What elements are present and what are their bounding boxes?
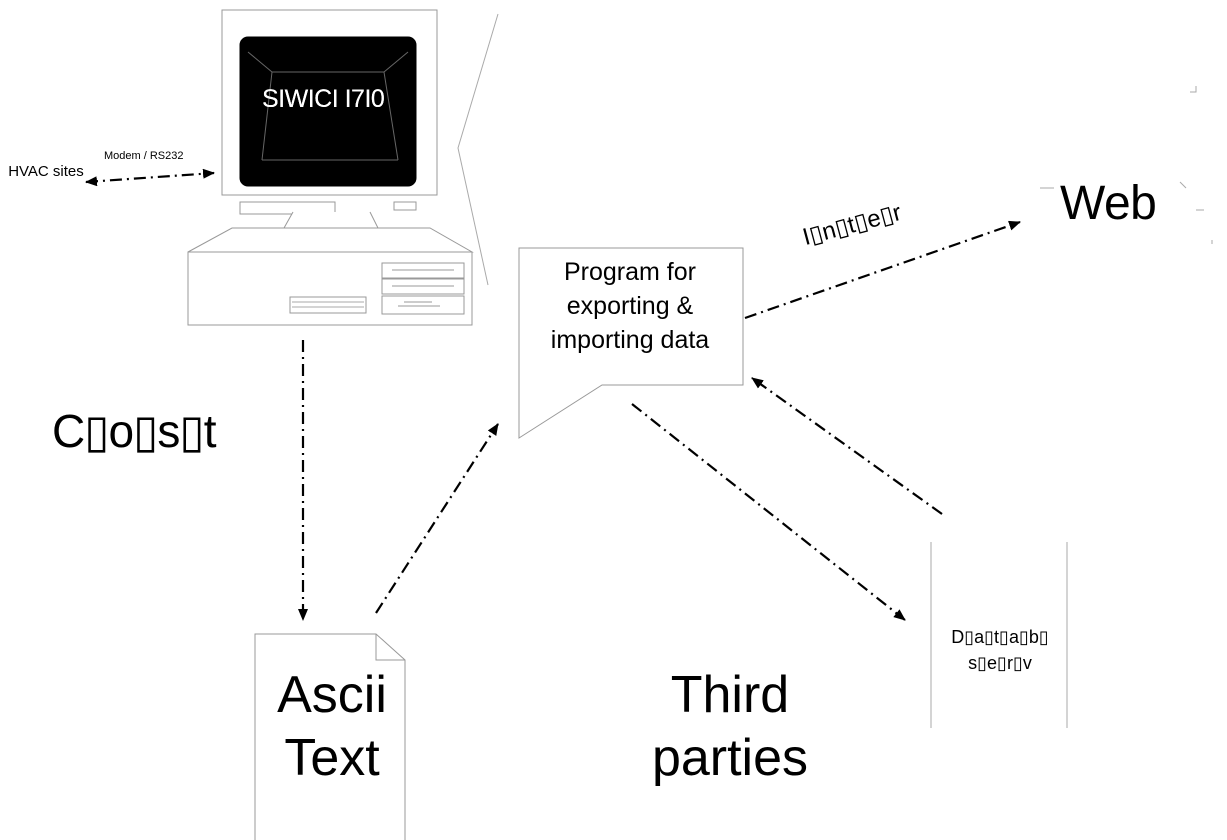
monitor-screen (239, 36, 417, 187)
database-server-label: D▯a▯t▯a▯b▯ s▯e▯r▯v (951, 627, 1049, 674)
screen-text-label: SIWICI I7I0 (262, 85, 385, 113)
drive-bay-1 (381, 262, 465, 279)
web-label: Web (1060, 177, 1157, 230)
drive-bay-2 (381, 278, 465, 295)
drive-bay-3 (381, 295, 465, 315)
floppy-slot (289, 296, 367, 314)
arrow-database-to-program (751, 377, 943, 515)
desktop-case-top (187, 227, 474, 253)
power-button-icon (393, 201, 417, 211)
computer-icon (187, 9, 474, 326)
document-fold (375, 634, 405, 661)
monitor-label-plate (239, 201, 336, 215)
program-label: Program for exporting & importing data (550, 258, 710, 354)
hvac-sites-label: HVAC sites (8, 163, 84, 180)
arrow-ascii-to-program (375, 423, 499, 614)
arrow-modem-link (85, 168, 215, 187)
cost-label: C▯o▯s▯t (52, 405, 217, 457)
program-box (518, 247, 744, 439)
third-parties-label: Third parties (651, 666, 809, 788)
floppy-slot-lines (292, 301, 364, 308)
modem-link-label: Modem / RS232 (104, 150, 184, 162)
screen-bevel (247, 51, 409, 161)
drive-bay-details (392, 269, 454, 307)
ascii-text-label: Ascii Text (277, 666, 387, 788)
arrow-program-to-database (631, 403, 906, 621)
web-decoration-marks (1040, 86, 1213, 244)
arrows (85, 168, 1021, 621)
arrow-program-to-web (744, 220, 1021, 320)
callout-line (457, 13, 499, 286)
monitor-stand (283, 211, 379, 229)
